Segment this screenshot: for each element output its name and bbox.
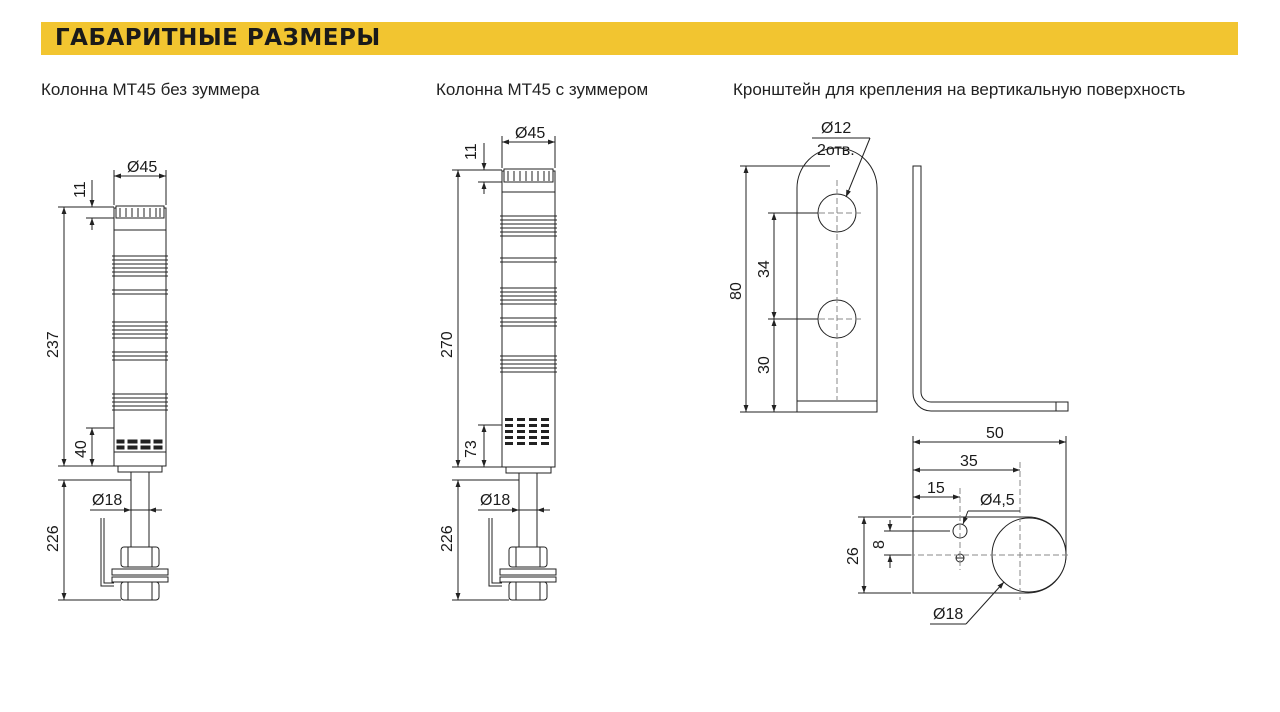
dim-diameter: Ø45 [127, 159, 157, 176]
column-no-buzzer-dims: Ø45 11 237 40 Ø18 226 [45, 159, 157, 552]
dim-mount: 226 [45, 525, 62, 552]
section-banner: ГАБАРИТНЫЕ РАЗМЕРЫ [41, 22, 1238, 55]
bracket-side-view [912, 165, 1069, 412]
dim-small-offset: 8 [871, 540, 888, 549]
dim-base: 73 [463, 440, 480, 458]
dim-holes-count: 2отв. [817, 142, 855, 159]
dim-small-pos: 15 [927, 480, 945, 497]
column-buzzer-dims: Ø45 11 270 73 Ø18 226 [439, 125, 545, 552]
dim-small-hole: Ø4,5 [980, 492, 1015, 509]
caption-column-buzzer: Колонна MT45 с зуммером [436, 80, 649, 99]
dim-rod-diameter: Ø18 [480, 492, 510, 509]
dim-top: 11 [463, 143, 480, 160]
section-title: ГАБАРИТНЫЕ РАЗМЕРЫ [55, 25, 381, 51]
dim-big-hole: Ø18 [933, 606, 963, 623]
bracket-dims: Ø12 2отв. 80 34 30 50 35 15 Ø4,5 26 8 Ø1… [728, 120, 1015, 623]
dim-pitch: 34 [756, 260, 773, 278]
dim-width: 26 [845, 547, 862, 565]
column-no-buzzer-view [58, 170, 169, 601]
caption-column-no-buzzer: Колонна MT45 без зуммера [41, 80, 260, 99]
column-buzzer-view [452, 136, 557, 601]
dim-hole-pos: 35 [960, 453, 978, 470]
dim-base: 40 [73, 440, 90, 458]
dim-top: 11 [72, 181, 89, 198]
dim-hole: Ø12 [821, 120, 851, 137]
dim-height: 80 [728, 282, 745, 300]
bracket-front-view [740, 137, 878, 413]
dim-height: 237 [45, 331, 62, 358]
bracket-top-view [858, 436, 1070, 625]
dim-height: 270 [439, 331, 456, 358]
dim-bottom: 30 [756, 356, 773, 374]
caption-bracket: Кронштейн для крепления на вертикальную … [733, 80, 1186, 99]
dim-mount: 226 [439, 525, 456, 552]
dim-length: 50 [986, 425, 1004, 442]
dim-diameter: Ø45 [515, 125, 545, 142]
dim-rod-diameter: Ø18 [92, 492, 122, 509]
